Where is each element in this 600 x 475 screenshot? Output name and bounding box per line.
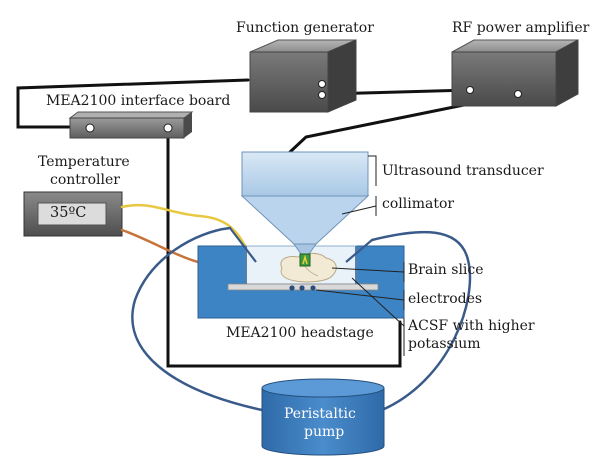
peristaltic-pump (261, 378, 385, 456)
tube-outflow (370, 230, 472, 412)
label-peristaltic-line2: pump (304, 424, 345, 440)
label-electrodes: electrodes (408, 291, 483, 307)
label-temperature-line2: controller (50, 172, 120, 188)
collimator (240, 195, 370, 245)
sensor-wire-orange (120, 228, 200, 264)
label-peristaltic-line1: Peristaltic (284, 406, 356, 422)
label-temperature-line1: Temperature (38, 154, 130, 170)
temperature-display-value: 35ºC (50, 205, 87, 221)
electrode-3 (310, 285, 316, 291)
sensor-wire-yellow (120, 203, 260, 264)
amplifier-port-out (514, 90, 522, 98)
wire-amplifier-to-transducer (288, 92, 520, 154)
generator-port-1 (318, 80, 326, 88)
electrode-2 (299, 285, 305, 291)
label-mea2100-headstage: MEA2100 headstage (226, 325, 374, 341)
leader-acsf (351, 277, 405, 327)
label-acsf-line2: potassium (408, 336, 481, 352)
wire-generator-to-board (16, 78, 250, 129)
label-rf-power-amplifier: RF power amplifier (452, 20, 590, 36)
board-port-1 (85, 123, 95, 133)
tube-inflow (131, 226, 264, 412)
bracket-transducer (368, 155, 377, 186)
board-port-2 (163, 123, 173, 133)
temperature-display-panel (37, 202, 107, 226)
leader-brain-slice (331, 267, 405, 273)
temperature-controller-box (23, 191, 123, 237)
generator-port-2 (318, 91, 326, 99)
amplifier-port-in (466, 86, 474, 94)
label-ultrasound-transducer: Ultrasound transducer (382, 163, 544, 179)
label-mea2100-interface-board: MEA2100 interface board (46, 93, 231, 109)
collimator-tip (299, 253, 311, 267)
leader-lines (315, 155, 405, 356)
wire-board-to-headstage (166, 128, 402, 368)
label-function-generator: Function generator (236, 20, 374, 36)
label-acsf-line1: ACSF with higher (408, 318, 535, 334)
leader-electrodes (315, 289, 405, 301)
function-generator-box (249, 39, 357, 113)
label-brain-slice: Brain slice (408, 262, 484, 278)
mea2100-interface-board (68, 111, 194, 139)
rf-power-amplifier-box (451, 39, 579, 107)
temperature-sensor-wires (120, 203, 260, 264)
ultrasound-transducer (240, 151, 370, 267)
label-collimator: collimator (382, 196, 455, 212)
perfusion-tubing (131, 226, 472, 412)
electrode-1 (289, 285, 295, 291)
brain-slice (280, 252, 337, 283)
